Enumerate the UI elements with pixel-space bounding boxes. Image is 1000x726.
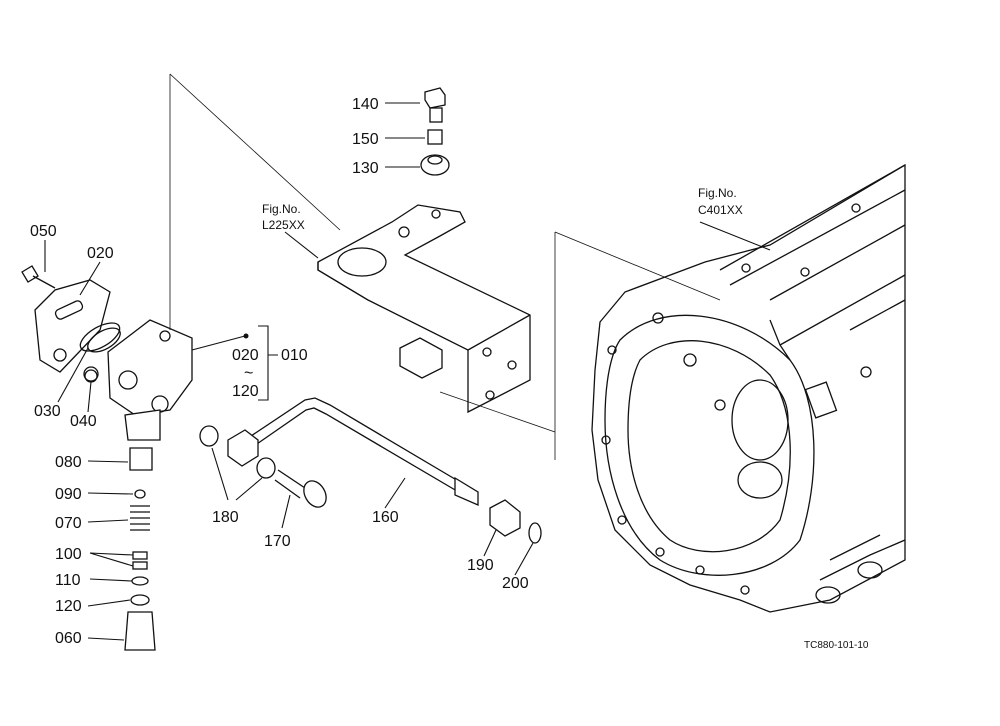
label-050: 050 [30,223,57,240]
leader-lines [44,102,771,641]
label-060: 060 [55,630,82,647]
valve-body [34,279,193,651]
oring-030 [87,327,121,353]
label-040: 040 [70,413,97,430]
fig-ref-2-title: Fig.No. [698,186,737,200]
label-030: 030 [34,403,61,420]
construction-lines [169,73,721,460]
washer-180a [199,425,219,447]
washer-180b [256,457,276,479]
pipe-160 [227,397,479,506]
label-110: 110 [55,572,81,589]
reference-dot [243,333,249,339]
oring-200 [528,522,542,544]
label-020: 020 [87,245,114,262]
bolt-170 [274,469,327,508]
mounting-bracket [317,204,531,414]
range-start-label: 020 [232,347,259,364]
range-bracket [258,325,278,401]
oring-040 [83,366,99,382]
bolt-050 [21,265,56,289]
label-190: 190 [467,557,494,574]
label-090: 090 [55,486,82,503]
transmission-housing [591,163,906,613]
range-group-label: 010 [281,347,308,364]
label-080: 080 [55,454,82,471]
fig-ref-2-code: C401XX [698,203,743,217]
range-tilde-label: ~ [244,365,253,382]
drawing-id: TC880-101-10 [804,640,869,651]
fig-ref-1-code: L225XX [262,218,305,232]
label-140: 140 [352,96,379,113]
label-130: 130 [352,160,379,177]
label-160: 160 [372,509,399,526]
fitting-190 [489,499,521,537]
label-180: 180 [212,509,239,526]
fig-ref-1-title: Fig.No. [262,202,301,216]
top-stack [420,87,450,176]
label-200: 200 [502,575,529,592]
label-150: 150 [352,131,379,148]
label-170: 170 [264,533,291,550]
label-100: 100 [55,546,82,563]
label-070: 070 [55,515,82,532]
label-120: 120 [55,598,82,615]
range-end-label: 120 [232,383,259,400]
